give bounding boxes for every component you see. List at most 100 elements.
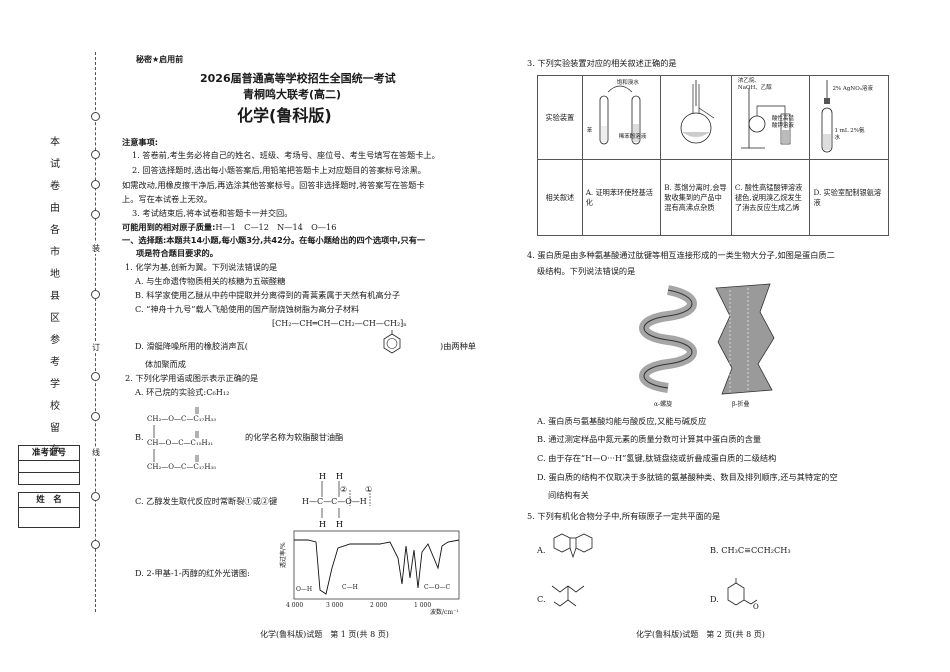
q4-stem1: 4. 蛋白质是由多种氨基酸通过肽键等相互连接形成的一类生物大分子,如图是蛋白质二	[527, 250, 835, 260]
sidebar-char: 校	[50, 401, 60, 412]
fluorene-structure	[553, 533, 593, 559]
sidebar-char: 学	[50, 379, 60, 390]
q5-option-d: D.	[710, 594, 719, 604]
section1-line1: 一、选择题:本题共14小题,每小题3分,共42分。在每小题给出的四个选项中,只有…	[122, 235, 426, 245]
protein-secondary-structure-figure: α-螺旋 β-折叠	[630, 282, 780, 412]
branched-diene-structure	[551, 585, 585, 607]
q1-option-b: B. 科学家使用乙醚从中药中提取并分离得到的青蒿素属于天然有机高分子	[135, 290, 401, 300]
notice-item: 如需改动,用橡皮擦干净后,再选涂其他答案标号。回答非选择题时,将答案写在答题卡	[122, 180, 425, 190]
q2-stem: 2. 下列化学用语或图示表示正确的是	[125, 373, 259, 383]
exam-title: 2026届普通高等学校招生全国统一考试	[200, 72, 396, 85]
sidebar-char: 参	[50, 335, 60, 346]
sidebar-char: 存	[50, 445, 60, 456]
edge-label-zhuang: 装	[92, 243, 100, 254]
edge-label-xian: 线	[92, 447, 100, 458]
q3-option-a: A. 证明苯环使羟基活化	[581, 159, 662, 236]
sidebar-char: 市	[50, 247, 60, 258]
ethanol-structure: H—C—C—O—H ② ① H H H H	[302, 470, 402, 530]
atomic-mass-line: 可能用到的相对原子质量:H—1 C—12 N—14 O—16	[122, 222, 336, 233]
q3-experiment-table: 实验装置 饱和溴水 苯 稀苯酚溶液	[537, 75, 889, 236]
alpha-helix-label: α-螺旋	[654, 401, 673, 408]
bond-mark-2: ②	[340, 485, 348, 494]
svg-text:O: O	[753, 603, 759, 611]
q1-c-formula: ⁅CH₂—CH═CH—CH₂—CH—CH₂⁆ₙ	[272, 319, 407, 328]
ir-spectrum-chart: 透过率/% O—H C—H C—O—C 4 000 3 000 2 000 1 …	[280, 528, 465, 616]
binding-hole	[91, 540, 100, 549]
q2-option-b-text: 的化学名称为软脂酸甘油酯	[245, 432, 344, 442]
q1-option-c: C. “神舟十九号”载人飞船使用的国产耐烧蚀树脂为高分子材料	[135, 304, 360, 314]
q3-apparatus-a: 饱和溴水 苯 稀苯酚溶液	[581, 75, 662, 160]
beta-sheet	[715, 283, 775, 395]
benzene-ring-icon	[383, 330, 401, 354]
q3-row-label-apparatus: 实验装置	[537, 75, 583, 160]
q4-stem2: 级结构。下列说法错误的是	[537, 266, 636, 276]
ir-peak-label: C—H	[342, 584, 358, 591]
q4-option-c: C. 由于存在“H—O···H”氢键,肽链盘绕或折叠成蛋白质的二级结构	[537, 453, 777, 463]
ir-tick: 2 000	[370, 602, 388, 609]
fig-label: 酸性高锰酸钾溶液	[771, 116, 794, 129]
q2-option-c: C. 乙醇发生取代反应时常断裂①或②键	[135, 496, 278, 506]
binding-hole	[91, 290, 100, 299]
ir-peak-label: C—O—C	[424, 584, 451, 591]
subject-title: 化学(鲁科版)	[237, 106, 332, 125]
ir-tick: 3 000	[326, 602, 344, 609]
atomic-mass-values: H—1 C—12 N—14 O—16	[215, 222, 337, 232]
notice-item: 3. 考试结束后,将本试卷和答题卡一并交回。	[132, 208, 293, 218]
page1-footer: 化学(鲁科版)试题 第 1 页(共 8 页)	[260, 630, 389, 639]
q4-option-d1: D. 蛋白质的结构不仅取决于多肽链的氨基酸种类、数目及排列顺序,还与其特定的空	[537, 472, 838, 482]
ir-ylabel: 透过率/%	[280, 542, 287, 568]
q1-option-d2: )由两种单	[440, 341, 476, 351]
fig-label: 稀苯酚溶液	[618, 134, 647, 140]
sidebar-char: 卷	[50, 181, 60, 192]
triglyceride-row: CH₂—O—C—C₁₇H₃₃	[147, 415, 217, 423]
triglyceride-structure: CH₂—O—C—C₁₇H₃₃ CH—O—C—C₁₅H₃₁ CH₂—O—C—C₁₇…	[147, 404, 242, 476]
svg-text:H: H	[336, 472, 343, 481]
binding-hole	[91, 210, 100, 219]
q1-stem: 1. 化学为基,创新为翼。下列说法错误的是	[125, 262, 278, 272]
notice-heading: 注意事项:	[122, 137, 159, 147]
beta-sheet-label: β-折叠	[732, 401, 750, 408]
sidebar-char: 本	[50, 137, 60, 148]
name-label: 姓 名	[19, 493, 79, 508]
q2-option-b-label: B.	[135, 432, 144, 442]
ir-xlabel: 波数/cm⁻¹	[430, 609, 459, 616]
fig-label: 2% AgNO₃溶液	[832, 86, 873, 92]
notice-item: 上。写在本试卷上无效。	[122, 194, 213, 204]
q5-stem: 5. 下列有机化合物分子中,所有碳原子一定共平面的是	[527, 511, 721, 521]
name-box[interactable]: 姓 名	[18, 492, 80, 528]
admission-number-box[interactable]: 准考证号	[18, 445, 80, 485]
binding-line	[95, 52, 96, 612]
sidebar-char: 考	[50, 357, 60, 368]
sidebar-char: 由	[50, 203, 60, 214]
q3-option-c: C. 酸性高锰酸钾溶液褪色,说明溴乙烷发生了消去反应生成乙烯	[730, 159, 811, 236]
test-tube-figure	[599, 85, 641, 145]
page2-footer: 化学(鲁科版)试题 第 2 页(共 8 页)	[636, 630, 765, 639]
bond-mark-1: ①	[365, 485, 373, 494]
fig-label: 浓乙烷、NaOH、乙醇	[737, 78, 772, 91]
silver-ammonia-figure	[822, 80, 833, 153]
q3-option-d: D. 实验室配制银氨溶液	[809, 159, 889, 236]
fig-label: 苯	[586, 128, 593, 134]
distillation-flask-figure	[680, 80, 715, 144]
q4-option-d2: 间结构有关	[548, 490, 589, 500]
binding-hole	[91, 112, 100, 121]
q2-option-d: D. 2-甲基-1-丙醇的红外光谱图:	[135, 568, 250, 578]
q3-apparatus-d: 2% AgNO₃溶液 1 mL 2%氨水	[809, 75, 889, 160]
fig-label: 饱和溴水	[616, 80, 639, 86]
q3-apparatus-c: 浓乙烷、NaOH、乙醇 酸性高锰酸钾溶液	[730, 75, 811, 160]
q5-option-a: A.	[537, 545, 546, 555]
binding-hole	[91, 180, 100, 189]
binding-hole	[91, 412, 100, 421]
secret-label: 秘密★启用前	[136, 55, 184, 64]
svg-text:H: H	[319, 520, 326, 529]
notice-item: 2. 回答选择题时,选出每小题答案后,用铅笔把答题卡上对应题目的答案标号涂黑。	[132, 165, 426, 175]
q1-option-a: A. 与生命遗传物质相关的核糖为五碳醛糖	[135, 276, 286, 286]
q3-row-label-description: 相关叙述	[537, 159, 583, 236]
q5-option-c: C.	[537, 594, 546, 604]
elimination-apparatus-figure	[740, 88, 791, 149]
svg-text:H: H	[319, 472, 326, 481]
ir-peak-label: O—H	[296, 586, 313, 593]
sidebar-char: 地	[50, 269, 60, 280]
admission-number-label: 准考证号	[19, 446, 79, 461]
q2-option-a: A. 环己烷的实验式:C₆H₁₂	[135, 387, 230, 397]
